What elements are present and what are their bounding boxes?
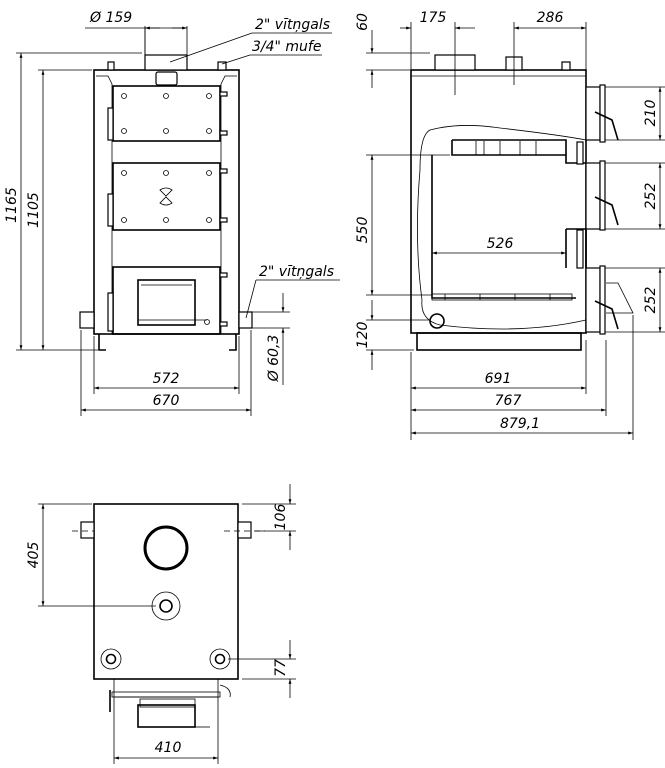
upper-door	[112, 85, 221, 142]
ash-pan	[137, 704, 196, 728]
top-body	[93, 503, 239, 680]
door-hinge-top	[219, 684, 231, 698]
ash-door-window	[137, 279, 196, 326]
heat-exchanger-tubes	[475, 141, 537, 155]
flue-outlet	[144, 54, 188, 71]
grate	[431, 293, 573, 301]
ash-door-top	[113, 678, 219, 698]
ash-pan-handle	[606, 282, 634, 314]
door-bolts	[121, 93, 212, 223]
dim-body-width: 572	[153, 371, 180, 387]
side-body	[410, 69, 587, 334]
door-handles	[594, 111, 619, 330]
middle-door	[112, 162, 221, 231]
flue-opening	[143, 525, 189, 571]
return-pipe	[429, 313, 445, 329]
feet	[98, 334, 237, 351]
dim-flue-offset: 175	[420, 10, 447, 26]
socket-right	[214, 653, 226, 665]
label-side-fitting: 2" vītņgals	[259, 264, 334, 280]
dim-door-top: 210	[643, 100, 659, 127]
cutaway-outline	[417, 125, 587, 330]
top-socket	[217, 61, 227, 71]
combustion-chamber	[431, 139, 587, 299]
top-pipe-right	[237, 521, 252, 539]
dim-door-bottom: 252	[643, 287, 659, 314]
dim-flue-center: 405	[26, 542, 42, 569]
side-base	[416, 332, 582, 351]
dim-body-height: 1105	[26, 192, 42, 228]
dim-depth-with-doors: 767	[495, 393, 522, 409]
dim-total-height: 1165	[4, 187, 20, 223]
insulation-lower	[576, 229, 584, 269]
dim-chamber-depth: 526	[487, 236, 514, 252]
dim-flue-diameter: Ø 159	[89, 10, 132, 26]
dim-base-width: 410	[155, 740, 182, 756]
dim-top-offset: 60	[355, 13, 371, 31]
top-stub-left	[107, 61, 115, 71]
side-view: 60 175 286 550 120 526 210 252 252 691	[355, 10, 665, 440]
dim-corner-offset: 77	[273, 659, 289, 677]
socket-left	[105, 653, 117, 665]
front-body	[93, 69, 240, 335]
side-doors	[585, 84, 606, 335]
dim-chamber-height: 550	[355, 217, 371, 244]
dim-fitting-offset-top: 106	[273, 504, 289, 531]
logo-plate	[155, 71, 178, 86]
side-pipe-right	[238, 311, 253, 329]
dim-pipe-diameter: Ø 60,3	[266, 335, 282, 383]
dim-door-middle: 252	[643, 183, 659, 210]
fitting-flange	[151, 591, 181, 621]
label-top-fitting: 2" vītņgals	[255, 17, 330, 33]
side-top-socket	[561, 61, 571, 71]
hinges	[107, 91, 228, 332]
dim-fitting-offset: 286	[537, 10, 564, 26]
lower-door	[112, 266, 221, 335]
insulation-upper	[576, 141, 584, 165]
air-regulator-icon	[159, 187, 173, 206]
dim-total-depth: 879,1	[500, 416, 540, 432]
label-top-socket: 3/4" mufe	[252, 39, 321, 55]
top-view: 405 106 77 410	[26, 484, 296, 764]
top-pipe-left	[80, 521, 95, 539]
dim-total-width: 670	[153, 393, 180, 409]
dim-bottom-offset: 120	[355, 322, 371, 349]
dim-body-depth: 691	[485, 371, 512, 387]
front-view: Ø 159 2" vītņgals 3/4" mufe 1165 1105 57…	[4, 10, 340, 416]
side-pipe-left	[79, 311, 95, 329]
